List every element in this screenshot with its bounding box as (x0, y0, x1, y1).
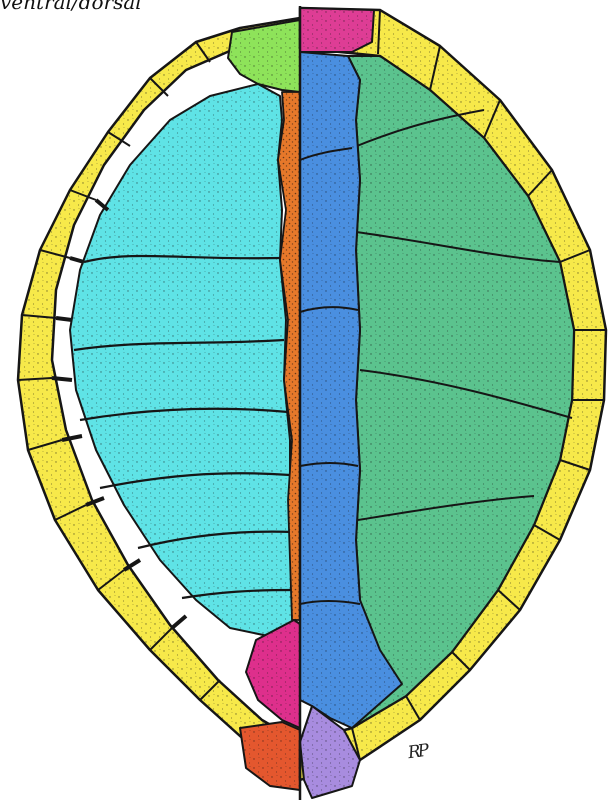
nuchal-scute-stipple (300, 8, 374, 52)
pygal-bone-stipple (240, 722, 300, 790)
artist-initials: RP (407, 741, 428, 763)
right-half-scutes (300, 8, 606, 798)
left-half-bones (18, 18, 300, 790)
caption-text: ventral/dorsal (0, 0, 142, 14)
